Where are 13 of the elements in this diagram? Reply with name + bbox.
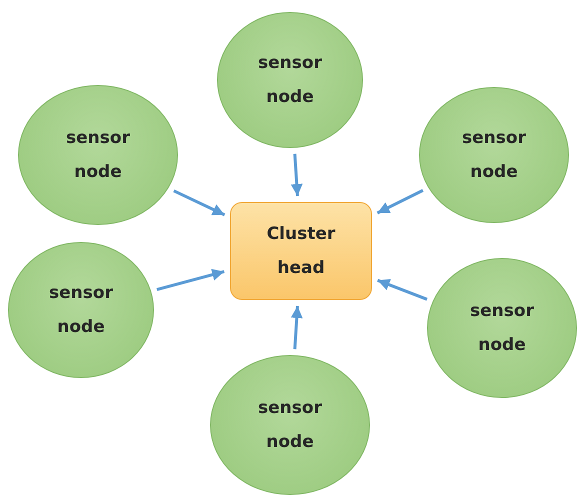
arrow xyxy=(173,189,226,216)
cluster-head-box xyxy=(230,202,372,300)
node-label: sensor node xyxy=(461,127,527,184)
node-label: sensor node xyxy=(257,397,323,454)
arrow xyxy=(290,154,303,196)
node-label: sensor node xyxy=(48,282,114,339)
node-label: sensor node xyxy=(65,127,131,184)
arrow xyxy=(290,306,303,350)
node-label: Cluster head xyxy=(266,223,336,280)
node-label: sensor node xyxy=(469,300,535,357)
arrow xyxy=(156,268,225,292)
arrow xyxy=(376,189,424,214)
node-label: sensor node xyxy=(257,52,323,109)
